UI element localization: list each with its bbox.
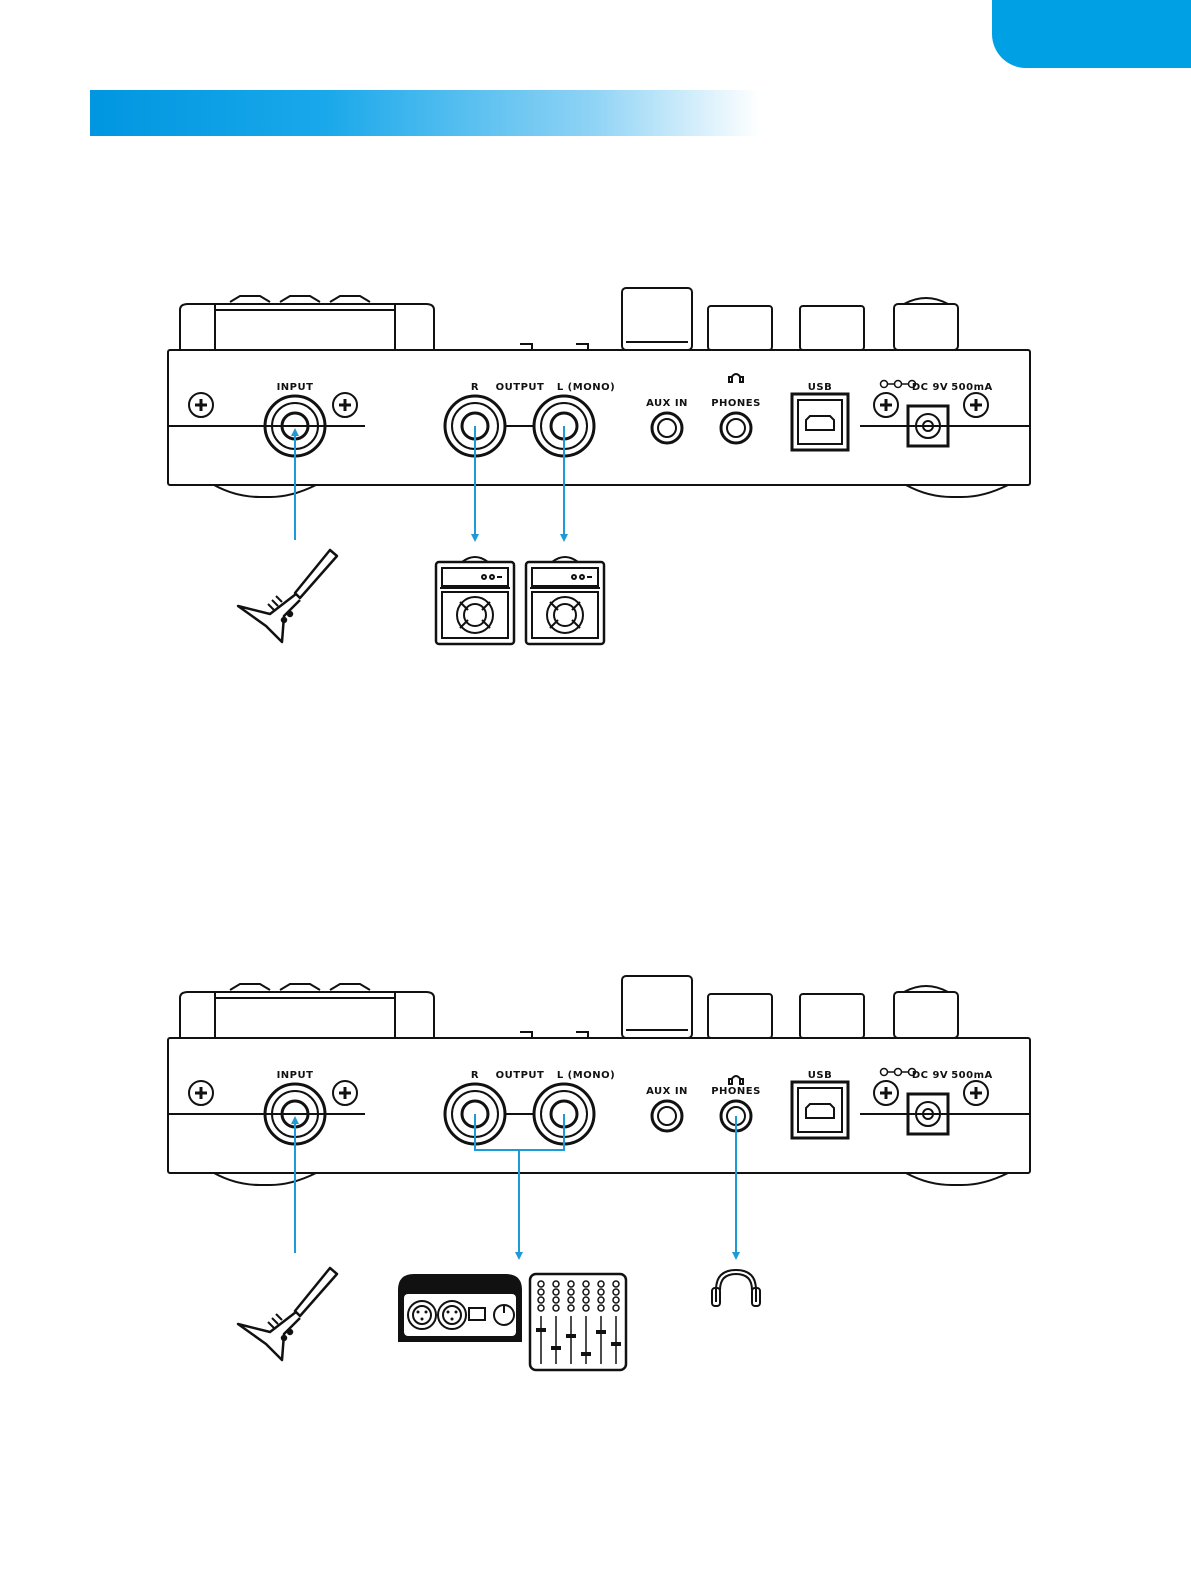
connection-diagram-interface: INPUT R OUTPUT L (MONO) AUX IN PHONES US…: [0, 968, 1191, 1388]
label-input: INPUT: [277, 382, 314, 393]
guitar-amp-icon: [526, 557, 604, 644]
screws: [189, 393, 988, 417]
label-usb: USB: [808, 1070, 832, 1081]
label-phones: PHONES: [711, 1086, 761, 1097]
connection-diagram-amps: INPUT R OUTPUT L (MONO) AUX IN PHONES US…: [0, 280, 1191, 660]
label-output-r: R: [471, 1070, 479, 1081]
pedal-rear-panel: [168, 1038, 1030, 1185]
aux-in-jack: [652, 1101, 682, 1131]
guitar-amp-icon: [436, 557, 514, 644]
guitar-icon: [238, 1268, 337, 1360]
headphone-mini-icon: [729, 1076, 743, 1084]
label-output: OUTPUT: [496, 382, 545, 393]
pedal-top-parts: [180, 976, 958, 1038]
label-dc: DC 9V: [912, 382, 948, 393]
pedal-rear-panel: [168, 350, 1030, 497]
label-current: 500mA: [951, 382, 993, 393]
connection-lines: [295, 1114, 736, 1256]
pedal-top-parts: [180, 288, 958, 350]
screws: [189, 1081, 988, 1105]
connection-lines: [295, 426, 564, 540]
phones-jack: [721, 413, 751, 443]
label-current: 500mA: [951, 1070, 993, 1081]
label-output-l: L (MONO): [557, 382, 615, 393]
audio-interface-icon: [398, 1274, 522, 1342]
label-output: OUTPUT: [496, 1070, 545, 1081]
diagram-1-svg: INPUT R OUTPUT L (MONO) AUX IN PHONES US…: [0, 280, 1191, 660]
mixer-icon: [530, 1274, 626, 1370]
guitar-icon: [238, 550, 337, 642]
section-header-band: [90, 90, 760, 136]
corner-tab: [992, 0, 1191, 68]
label-usb: USB: [808, 382, 832, 393]
headphone-mini-icon: [729, 374, 743, 382]
headphones-icon: [712, 1270, 760, 1306]
label-phones: PHONES: [711, 398, 761, 409]
label-input: INPUT: [277, 1070, 314, 1081]
dc-polarity-icon: [881, 381, 916, 388]
label-dc: DC 9V: [912, 1070, 948, 1081]
label-output-l: L (MONO): [557, 1070, 615, 1081]
aux-in-jack: [652, 413, 682, 443]
usb-port: [792, 394, 848, 450]
diagram-2-svg: INPUT R OUTPUT L (MONO) AUX IN PHONES US…: [0, 968, 1191, 1388]
usb-port: [792, 1082, 848, 1138]
dc-polarity-icon: [881, 1069, 916, 1076]
label-output-r: R: [471, 382, 479, 393]
label-aux-in: AUX IN: [646, 1086, 688, 1097]
label-aux-in: AUX IN: [646, 398, 688, 409]
